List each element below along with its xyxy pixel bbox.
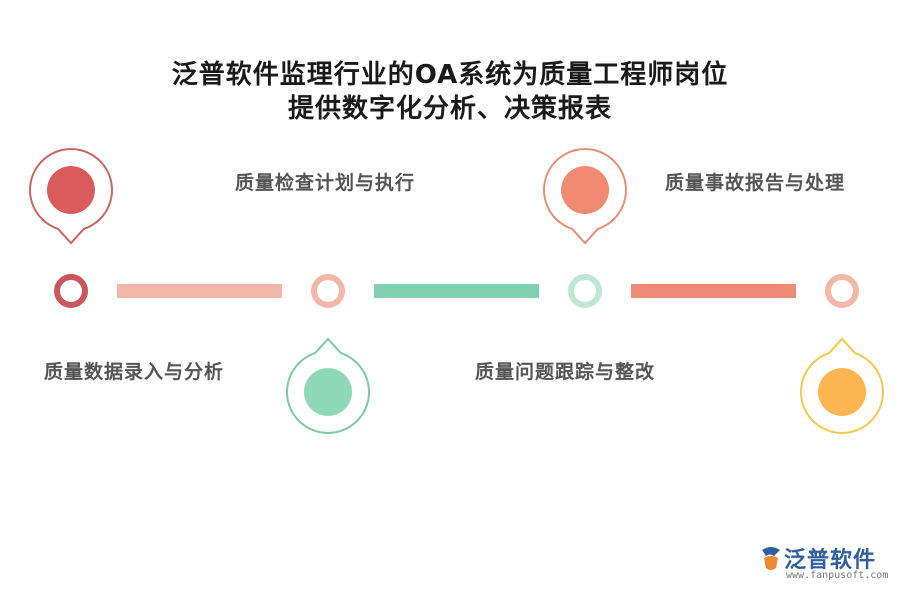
pin-dot-4 (818, 368, 866, 416)
connector-bar-2 (374, 284, 539, 298)
step-label-4: 质量问题跟踪与整改 (475, 361, 656, 383)
title-line-2: 提供数字化分析、决策报表 (287, 94, 612, 124)
pin-dot-1 (47, 166, 95, 214)
brand-logo: 泛普软件 www.fanpusoft.com (758, 540, 888, 590)
timeline-node-1 (54, 274, 88, 308)
timeline-node-3 (568, 274, 602, 308)
connector-bar-1 (117, 284, 282, 298)
step-label-3: 质量事故报告与处理 (665, 172, 846, 194)
pin-dot-3 (561, 166, 609, 214)
timeline-node-4 (825, 274, 859, 308)
page-title: 泛普软件监理行业的OA系统为质量工程师岗位 提供数字化分析、决策报表 (0, 58, 900, 126)
pin-dot-2 (304, 368, 352, 416)
fanpu-logo-icon (762, 547, 780, 570)
title-line-1: 泛普软件监理行业的OA系统为质量工程师岗位 (171, 60, 729, 90)
step-label-2: 质量检查计划与执行 (235, 172, 416, 194)
timeline-node-2 (311, 274, 345, 308)
connector-bar-3 (631, 284, 796, 298)
logo-url: www.fanpusoft.com (786, 570, 889, 581)
logo-name: 泛普软件 (784, 548, 877, 573)
step-label-1: 质量数据录入与分析 (44, 361, 225, 383)
